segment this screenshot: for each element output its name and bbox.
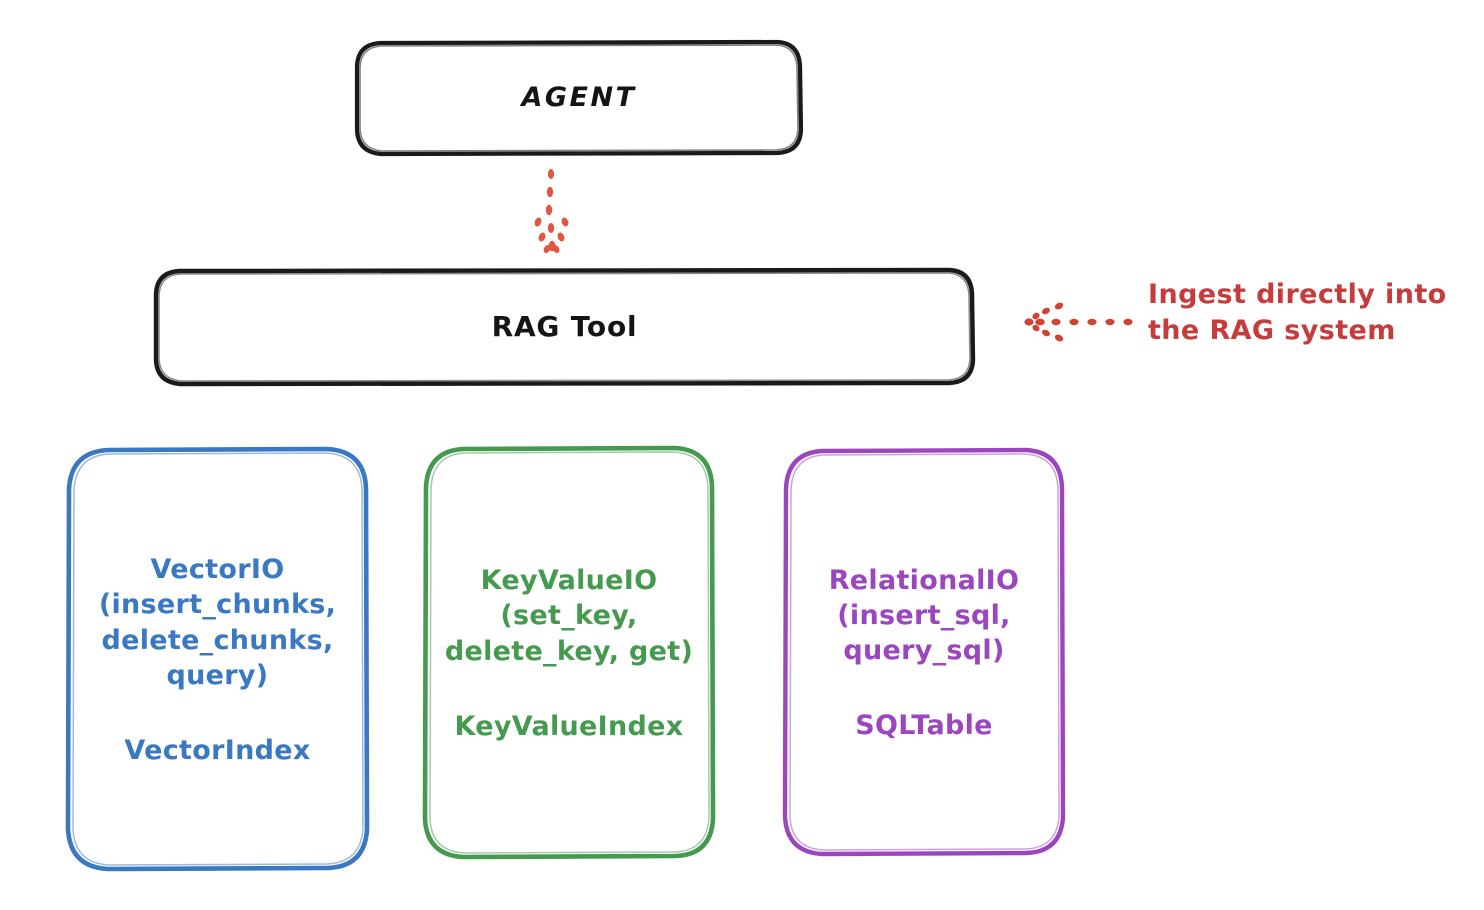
vector-io-api-label: VectorIO (insert_chunks, delete_chunks, … (98, 554, 337, 691)
relational-io-node[interactable]: RelationalIO (insert_sql, query_sql) SQL… (785, 450, 1063, 854)
relational-io-api-label: RelationalIO (insert_sql, query_sql) (828, 564, 1020, 667)
agent-label: AGENT (521, 81, 637, 113)
key-value-io-box-outline (422, 445, 716, 860)
key-value-index-label: KeyValueIndex (454, 710, 684, 742)
ingest-to-rag-tool-arrow (1024, 302, 1133, 342)
relational-io-box-outline (782, 447, 1066, 857)
sql-table-label: SQLTable (855, 710, 993, 742)
agent-box-outline (354, 39, 804, 157)
vector-index-label: VectorIndex (124, 734, 311, 766)
rag-tool-label: RAG Tool (491, 310, 638, 344)
key-value-io-node[interactable]: KeyValueIO (set_key, delete_key, get) Ke… (425, 448, 713, 857)
rag-tool-node[interactable]: RAG Tool (156, 270, 973, 384)
key-value-io-api-label: KeyValueIO (set_key, delete_key, get) (444, 565, 694, 667)
vector-io-node[interactable]: VectorIO (insert_chunks, delete_chunks, … (68, 449, 367, 869)
rag-tool-box-outline (153, 267, 976, 387)
ingest-annotation-text: Ingest directly into the RAG system (1148, 279, 1447, 346)
agent-to-rag-tool-arrow (534, 169, 569, 253)
vector-io-box-outline (65, 446, 370, 872)
agent-node[interactable]: AGENT (357, 42, 801, 154)
